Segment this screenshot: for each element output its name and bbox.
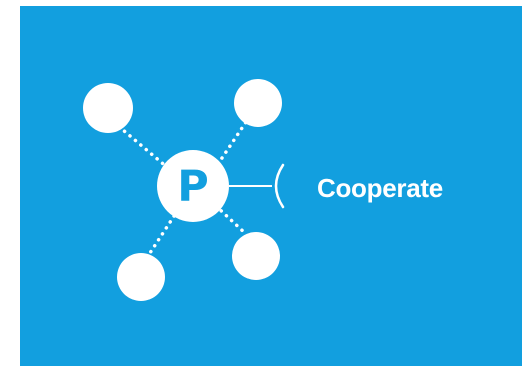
connector-bottom-left [146, 208, 180, 258]
diagram-label: Cooperate [317, 173, 443, 203]
satellite-node-top-right [234, 79, 282, 127]
network-diagram: P [83, 79, 285, 301]
satellite-node-bottom-left [117, 253, 165, 301]
connector-bottom-right [214, 204, 248, 236]
hub-letter: P [177, 162, 209, 212]
bracket-icon [274, 163, 285, 209]
cooperate-diagram-canvas: P Cooperate [20, 6, 522, 366]
satellite-node-top-left [83, 83, 133, 133]
satellite-node-bottom-right [232, 232, 280, 280]
hub-node [157, 150, 229, 222]
connector-top-left [121, 128, 170, 170]
connector-top-right [216, 120, 248, 166]
